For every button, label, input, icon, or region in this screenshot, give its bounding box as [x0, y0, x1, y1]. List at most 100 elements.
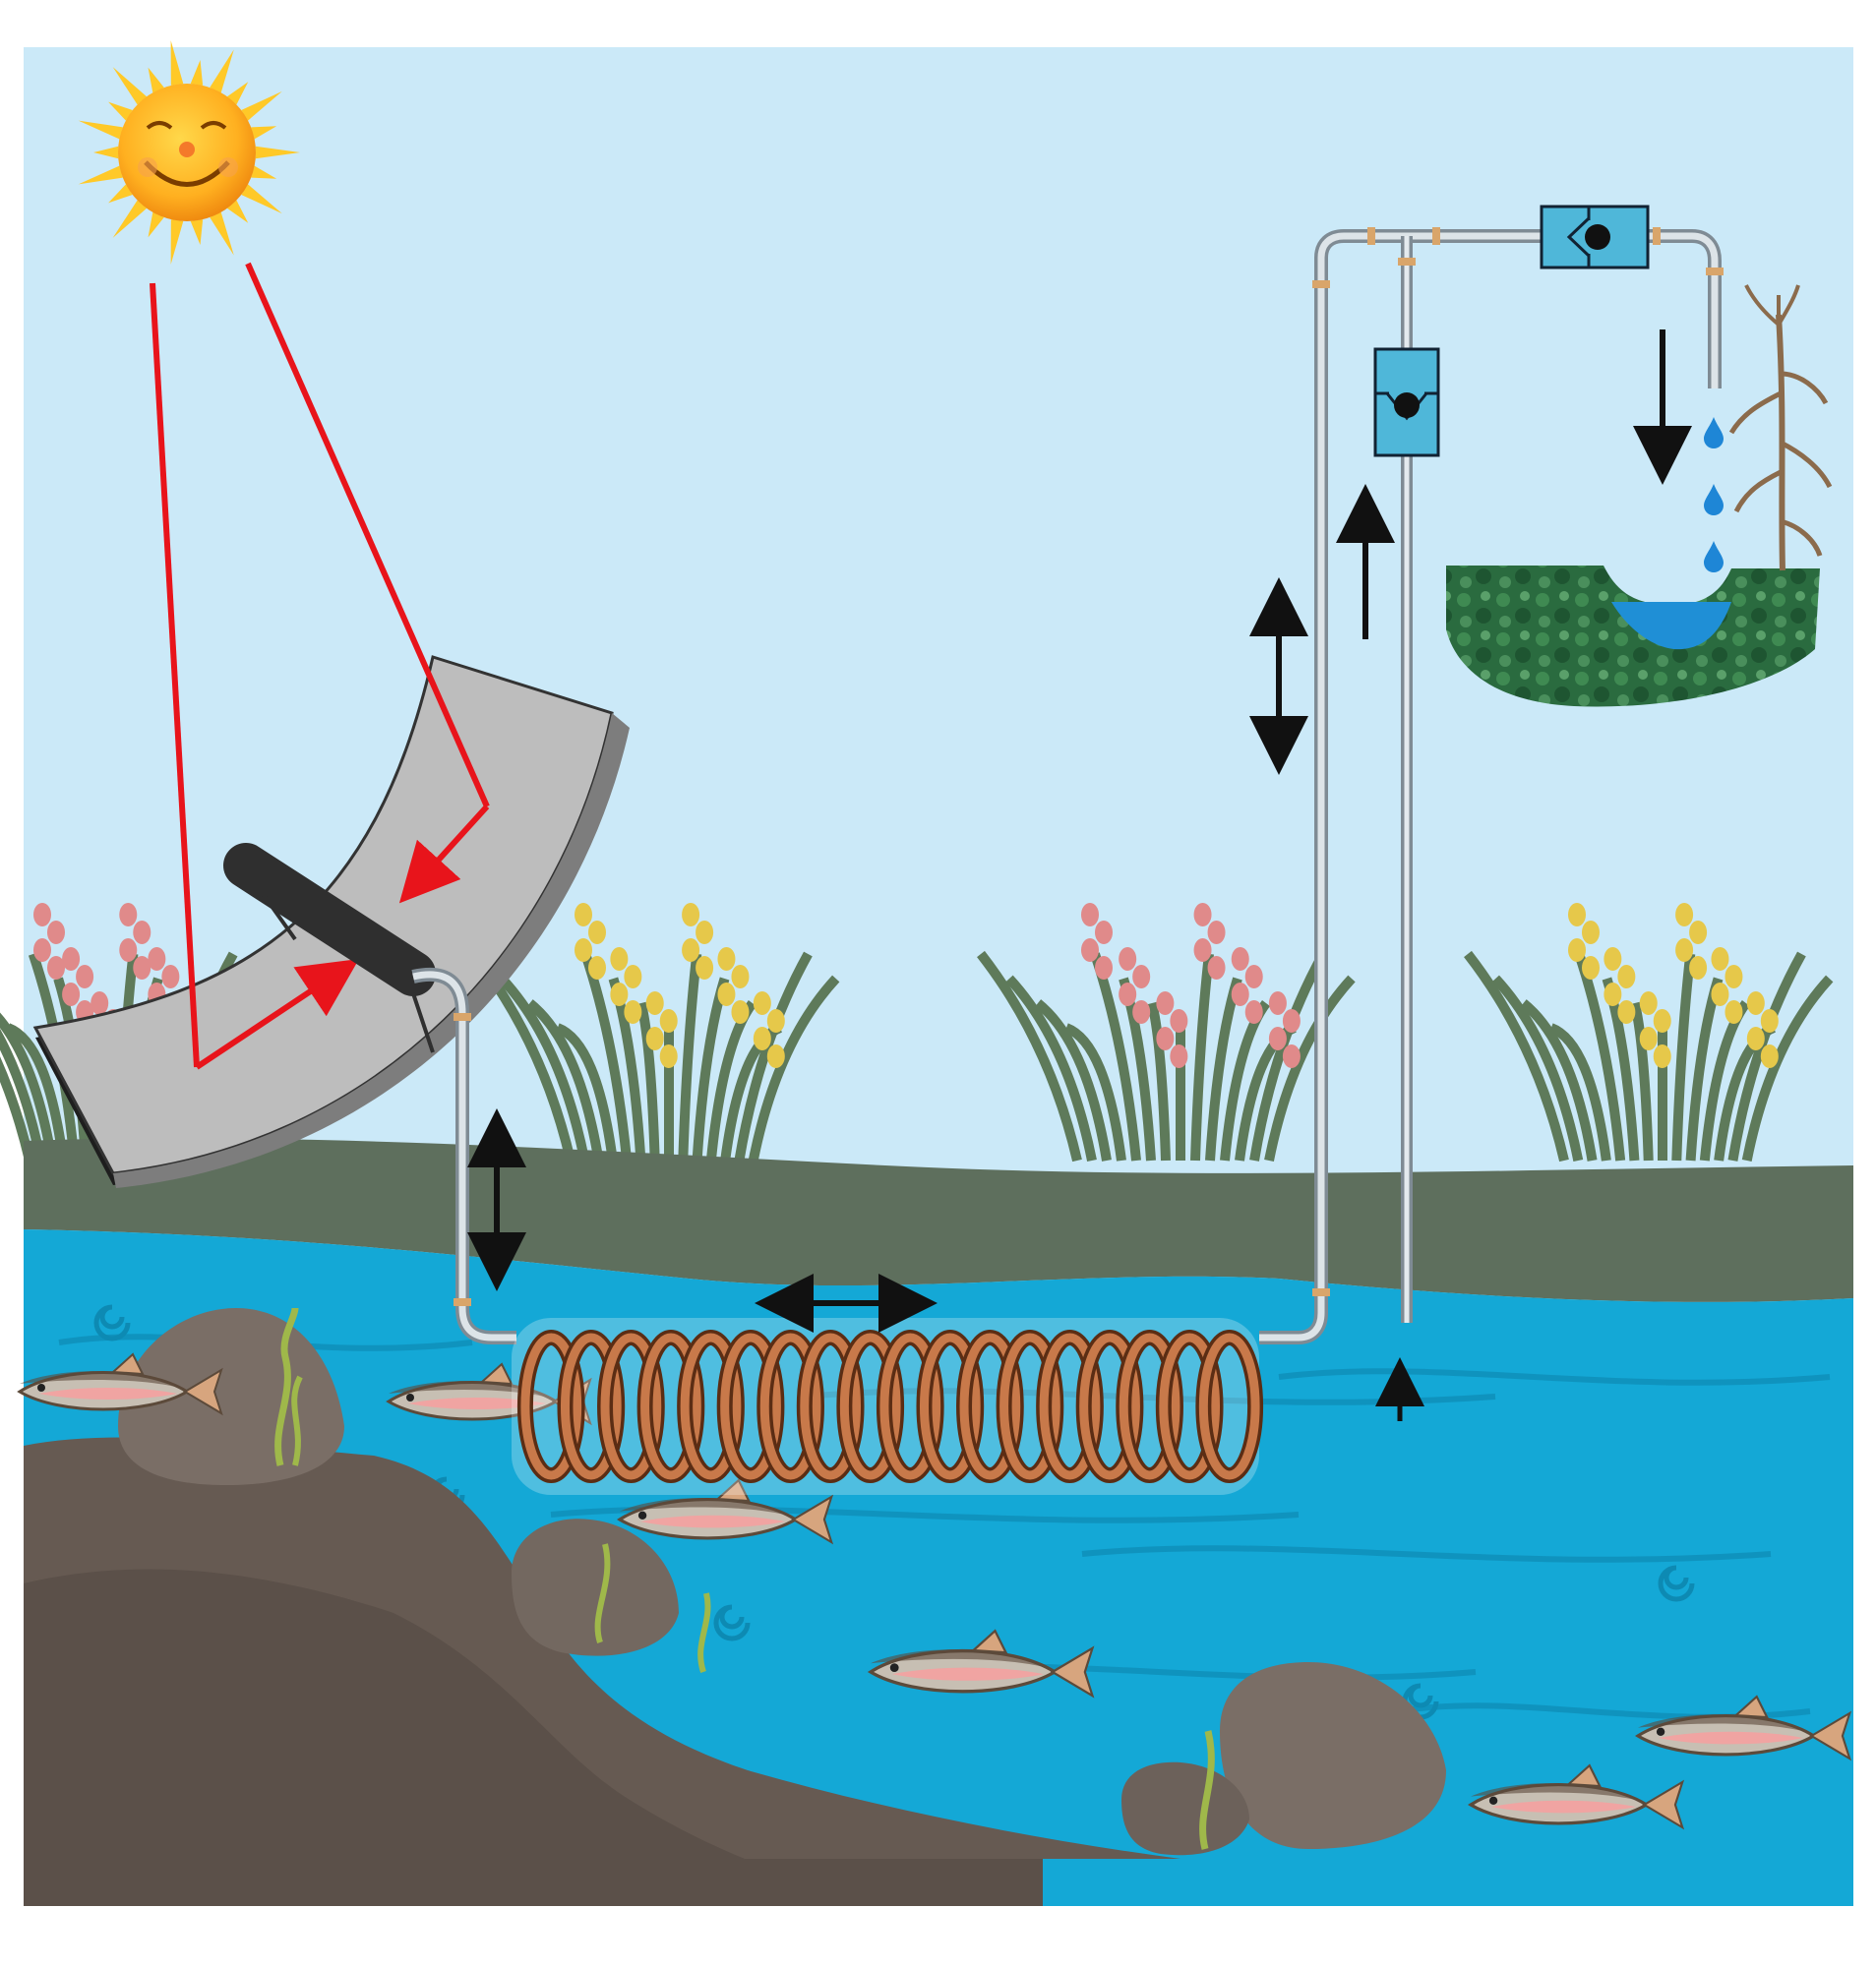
sun-rays — [150, 262, 490, 1070]
coil-loop — [1039, 1333, 1101, 1480]
sun-spike — [148, 211, 164, 238]
coil-loop — [720, 1333, 781, 1480]
coil-loop — [600, 1333, 662, 1480]
flower-bud — [1119, 947, 1137, 971]
seaweed-strand — [697, 1592, 711, 1673]
flower-bud — [696, 921, 714, 944]
flower-bud — [133, 956, 151, 980]
flower-bud — [161, 965, 180, 988]
sun-spike — [148, 67, 164, 93]
fish-eye — [1656, 1727, 1665, 1736]
plant-leaf — [1264, 975, 1356, 1162]
fish-eye — [1488, 1796, 1498, 1805]
flower-bud — [624, 965, 642, 988]
plant-leaf — [0, 1056, 34, 1163]
water-drop — [1704, 484, 1724, 515]
fish-back — [389, 1381, 556, 1400]
valve-ball — [1394, 392, 1420, 418]
sun-spike — [170, 219, 184, 265]
receiver-support — [411, 992, 435, 1053]
sun-nose — [179, 142, 195, 157]
fish-school — [17, 1352, 1852, 1830]
coil-loop — [759, 1333, 821, 1480]
flower-bud — [133, 921, 151, 944]
seaweed-strand — [274, 1307, 299, 1466]
reflected-ray-arrow-1 — [195, 959, 359, 1070]
fish-stripe — [892, 1667, 1044, 1681]
flower-bud — [682, 938, 700, 962]
flower-bud — [731, 965, 750, 988]
flower-bud — [119, 903, 138, 926]
flower-bud — [1653, 1044, 1671, 1068]
fish-stripe — [408, 1398, 546, 1409]
plant-leaf — [1520, 999, 1598, 1162]
flower-bud — [1081, 903, 1099, 926]
outlet-pipe-highlight — [1645, 232, 1719, 388]
flower-bud — [1675, 903, 1694, 926]
flower-bud — [62, 983, 81, 1006]
receiver-tube-body — [223, 843, 436, 996]
fish-fin — [1733, 1695, 1770, 1719]
fish-eye — [637, 1511, 647, 1520]
plant-leaf — [1741, 975, 1834, 1162]
plant-leaf — [977, 950, 1082, 1163]
channel-water — [1611, 602, 1731, 650]
flower-bud — [1653, 1009, 1671, 1033]
flower-bud — [1231, 983, 1249, 1006]
fish-eye — [406, 1394, 414, 1401]
flower-bud — [1156, 1027, 1175, 1050]
flower-bud — [610, 947, 629, 971]
pipe-joint — [1706, 268, 1724, 275]
rock — [1121, 1761, 1249, 1856]
fish-eye — [37, 1384, 45, 1392]
sun-spike — [108, 184, 133, 204]
fish-fin — [479, 1362, 514, 1386]
fish-stripe — [1491, 1800, 1636, 1814]
sun-left-cheek — [138, 157, 157, 177]
plant-leaf — [1671, 953, 1696, 1162]
coil-loop — [1119, 1333, 1180, 1480]
rocks — [118, 1308, 1446, 1856]
fish-stripe — [39, 1388, 177, 1400]
fish-back — [871, 1649, 1055, 1670]
corn-leaves — [1728, 371, 1833, 557]
fish-back — [20, 1371, 187, 1390]
flower-bud — [62, 947, 81, 971]
reflector-side — [113, 713, 630, 1188]
flower-bud — [1095, 956, 1113, 980]
swirl — [93, 1304, 131, 1342]
sun-spike — [255, 146, 300, 159]
sun-spikes — [78, 40, 300, 265]
reflected-ray-arrow-2 — [398, 804, 490, 904]
seaweed-strand — [291, 1375, 303, 1466]
coil-loop — [1079, 1333, 1140, 1480]
valve-flap — [1566, 216, 1591, 258]
coil-loop — [839, 1333, 901, 1480]
flower-bud — [1268, 1027, 1287, 1050]
sun-spike — [190, 219, 204, 246]
sun-spike — [108, 101, 133, 121]
sun-spike — [251, 126, 277, 140]
plant-leaf — [734, 951, 813, 1162]
water-drop — [1704, 417, 1724, 448]
flower-bud — [1132, 965, 1151, 988]
plant-leaf — [1491, 975, 1584, 1162]
riverbed-floor — [24, 1859, 1043, 1906]
coil-loop — [680, 1333, 742, 1480]
plant-leaf — [498, 975, 590, 1162]
flower-bud — [1725, 965, 1743, 988]
fish-fin — [1566, 1763, 1603, 1788]
flower-bud — [1568, 938, 1586, 962]
plant-leaf — [1548, 1023, 1611, 1162]
flower-bud — [1725, 1000, 1743, 1024]
fish-tail — [1642, 1779, 1685, 1830]
flower-bud — [1244, 965, 1263, 988]
return-pipe-highlight — [1259, 232, 1389, 1342]
flower-bud — [588, 956, 606, 980]
sun-spike — [210, 211, 234, 256]
flower-bud — [1193, 903, 1212, 926]
flower-bud — [659, 1044, 678, 1068]
flower-bud — [1207, 956, 1226, 980]
plant-leaf — [0, 1029, 46, 1162]
flower-bud — [1119, 983, 1137, 1006]
